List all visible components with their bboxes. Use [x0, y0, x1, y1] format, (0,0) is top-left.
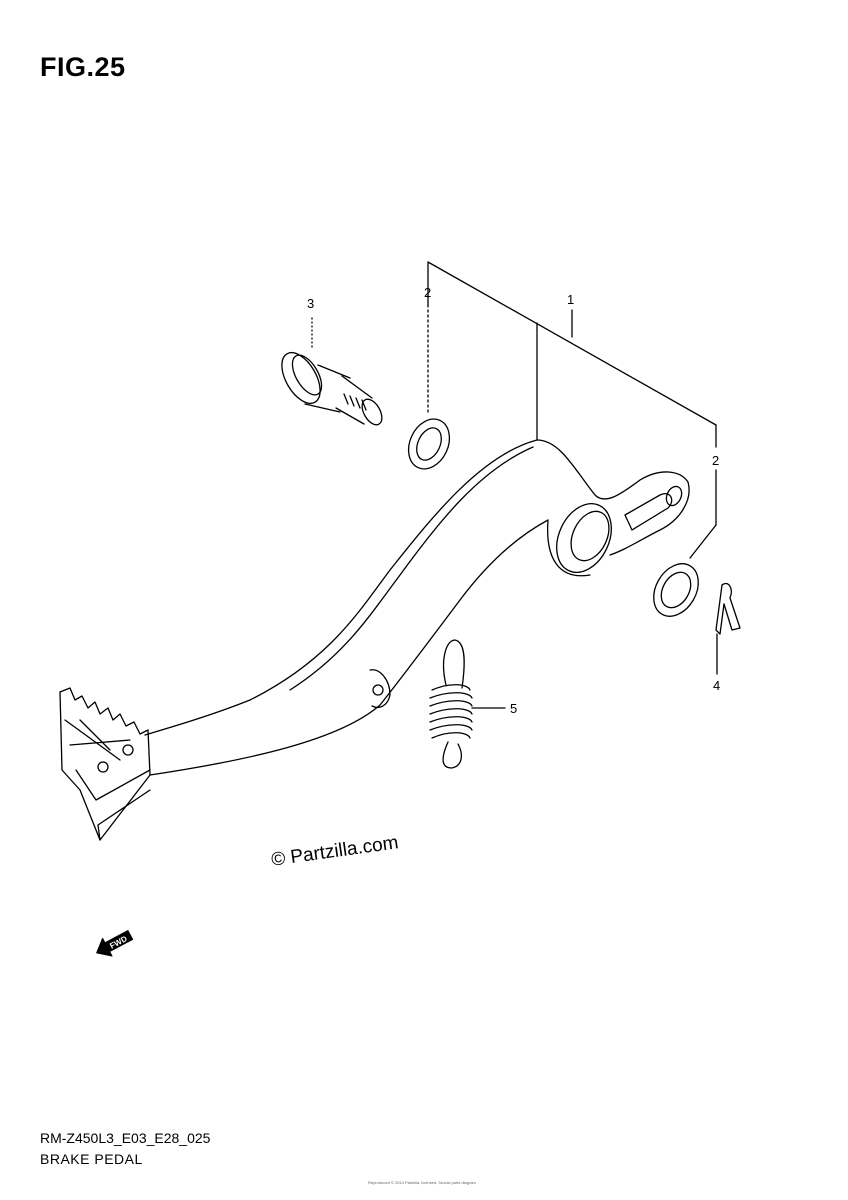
callout-3: 3: [307, 296, 314, 311]
fwd-arrow-icon: FWD: [96, 930, 134, 957]
figure-name: BRAKE PEDAL: [40, 1151, 143, 1167]
callout-2a: 2: [424, 285, 431, 300]
pivot-bolt: [281, 351, 383, 426]
figure-code: RM-Z450L3_E03_E28_025: [40, 1130, 211, 1146]
washer-upper: [407, 418, 451, 470]
return-spring: [429, 639, 473, 769]
callout-1: 1: [567, 292, 574, 307]
callout-labels: 1 2 2 3 4 5: [307, 285, 720, 716]
leader-lines: [311, 261, 718, 709]
cotter-pin: [715, 582, 741, 635]
figure-title: FIG.25: [40, 52, 126, 82]
callout-5: 5: [510, 701, 517, 716]
callout-2b: 2: [712, 453, 719, 468]
footer-note: Reproduced © 2014 Partzilla, licensed, S…: [368, 1180, 476, 1185]
brake-pedal-arm: [59, 439, 690, 841]
callout-4: 4: [713, 678, 720, 693]
washer-lower: [653, 563, 699, 617]
